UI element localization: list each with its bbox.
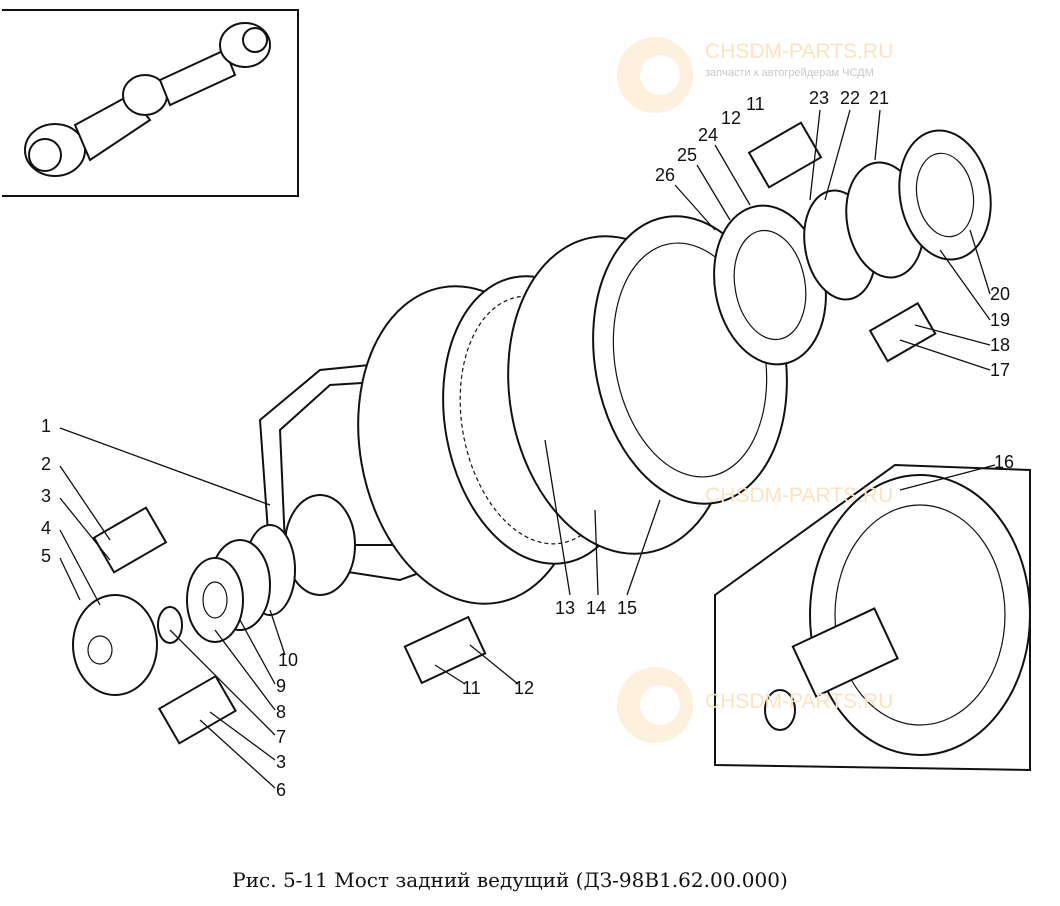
label-24: 24: [698, 125, 718, 145]
label-25: 25: [677, 145, 697, 165]
label-15: 15: [617, 598, 637, 618]
watermark: CHSDM-PARTS.RU запчасти к автогрейдерам …: [705, 40, 893, 713]
bolt-callout-boxes: [92, 121, 937, 745]
leader-lines: [59, 109, 996, 789]
part-number-labels: 1 2 3 4 5 6 3 7 8 9 10 11 12 13 14 15 16…: [41, 88, 1014, 800]
hub-bearing-stack: [713, 129, 992, 366]
half-shaft: [714, 463, 1031, 772]
ring-gear-and-carrier: [357, 215, 788, 605]
label-6: 6: [276, 780, 286, 800]
label-3: 3: [41, 486, 51, 506]
label-21: 21: [869, 88, 889, 108]
watermark-tagline: запчасти к автогрейдерам ЧСДМ: [705, 67, 874, 79]
label-8: 8: [276, 702, 286, 722]
watermark-brand-2: CHSDM-PARTS.RU: [705, 484, 893, 507]
label-5: 5: [41, 546, 51, 566]
label-16: 16: [994, 452, 1014, 472]
label-13: 13: [555, 598, 575, 618]
label-22: 22: [840, 88, 860, 108]
label-11: 11: [462, 678, 481, 698]
left-bearing-group: [72, 494, 356, 696]
label-23: 23: [809, 88, 829, 108]
figure-caption: Рис. 5-11 Мост задний ведущий (ДЗ-98В1.6…: [232, 868, 788, 892]
label-18: 18: [990, 335, 1010, 355]
label-11b: 11: [746, 94, 765, 114]
label-17: 17: [990, 360, 1010, 380]
label-9: 9: [276, 676, 286, 696]
label-10: 10: [278, 650, 298, 670]
label-12: 12: [514, 678, 534, 698]
label-2: 2: [41, 454, 51, 474]
label-12b: 12: [721, 108, 741, 128]
label-3b: 3: [276, 752, 286, 772]
label-20: 20: [990, 284, 1010, 304]
inset-axle-overview: [2, 9, 299, 197]
label-26: 26: [655, 165, 675, 185]
label-4: 4: [41, 518, 51, 538]
label-1: 1: [41, 416, 51, 436]
label-7: 7: [276, 727, 286, 747]
label-19: 19: [990, 310, 1010, 330]
label-14: 14: [586, 598, 606, 618]
watermark-brand: CHSDM-PARTS.RU: [705, 40, 893, 63]
watermark-brand-3: CHSDM-PARTS.RU: [705, 690, 893, 713]
